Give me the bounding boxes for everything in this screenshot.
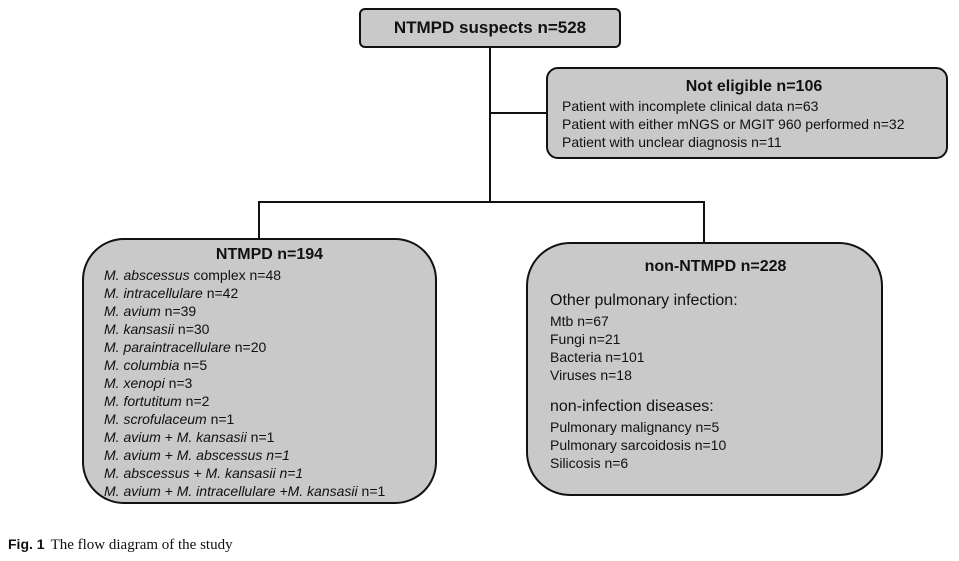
connector-split bbox=[258, 201, 705, 203]
non-ntmpd-title: non-NTMPD n=228 bbox=[644, 258, 787, 275]
ntmpd-item: M. xenopi n=3 bbox=[104, 374, 435, 392]
species-count: n=3 bbox=[164, 375, 193, 391]
connector-trunk bbox=[489, 48, 491, 202]
ntmpd-item: M. avium + M. intracellulare +M. kansasi… bbox=[104, 482, 435, 500]
ntmpd-item: M. avium + M. abscessus n=1 bbox=[104, 446, 435, 464]
noninfection-item: Silicosis n=6 bbox=[550, 455, 629, 471]
ntmpd-item: M. abscessus complex n=48 bbox=[104, 266, 435, 284]
species-name: M. columbia bbox=[104, 357, 180, 373]
species-count: n=1 bbox=[206, 411, 235, 427]
not-eligible-box: Not eligible n=106 Patient with incomple… bbox=[546, 67, 948, 159]
ntmpd-box: NTMPD n=194 M. abscessus complex n=48 M.… bbox=[82, 238, 437, 504]
noninfection-item: Pulmonary malignancy n=5 bbox=[550, 419, 720, 435]
species-name: M. avium bbox=[104, 303, 161, 319]
species-name: M. fortutitum bbox=[104, 393, 182, 409]
species-count: n=42 bbox=[202, 285, 239, 301]
species-count: n=1 bbox=[357, 483, 386, 499]
suspects-box: NTMPD suspects n=528 bbox=[359, 8, 621, 48]
species-count: n=2 bbox=[181, 393, 210, 409]
species-name: M. avium + M. abscessus bbox=[104, 447, 263, 463]
ntmpd-item: M. paraintracellulare n=20 bbox=[104, 338, 435, 356]
species-count: complex n=48 bbox=[189, 267, 282, 283]
species-name: M. abscessus + M. kansasii bbox=[104, 465, 276, 481]
species-name: M. paraintracellulare bbox=[104, 339, 231, 355]
connector-to-not-eligible bbox=[489, 112, 547, 114]
species-count: n=30 bbox=[174, 321, 210, 337]
ntmpd-item: M. fortutitum n=2 bbox=[104, 392, 435, 410]
not-eligible-title: Not eligible n=106 bbox=[685, 78, 823, 95]
non-ntmpd-box: non-NTMPD n=228 Other pulmonary infectio… bbox=[526, 242, 883, 496]
connector-to-ntmpd bbox=[258, 201, 260, 239]
species-name: M. intracellulare bbox=[104, 285, 203, 301]
species-name: M. avium + M. intracellulare +M. kansasi… bbox=[104, 483, 358, 499]
ntmpd-item: M. columbia n=5 bbox=[104, 356, 435, 374]
not-eligible-item: Patient with incomplete clinical data n=… bbox=[562, 98, 819, 114]
infection-item: Mtb n=67 bbox=[550, 313, 609, 329]
species-name: M. xenopi bbox=[104, 375, 165, 391]
ntmpd-item: M. scrofulaceum n=1 bbox=[104, 410, 435, 428]
ntmpd-item: M. avium + M. kansasii n=1 bbox=[104, 428, 435, 446]
infection-heading: Other pulmonary infection: bbox=[550, 292, 738, 309]
noninfection-item: Pulmonary sarcoidosis n=10 bbox=[550, 437, 727, 453]
not-eligible-item: Patient with either mNGS or MGIT 960 per… bbox=[562, 116, 905, 132]
figure-caption: Fig. 1 The flow diagram of the study bbox=[8, 536, 233, 554]
ntmpd-item: M. intracellulare n=42 bbox=[104, 284, 435, 302]
species-count: n=1 bbox=[246, 429, 275, 445]
ntmpd-item: M. avium n=39 bbox=[104, 302, 435, 320]
connector-to-non-ntmpd bbox=[703, 201, 705, 243]
suspects-title: NTMPD suspects n=528 bbox=[393, 18, 587, 37]
species-name: M. abscessus bbox=[104, 267, 190, 283]
ntmpd-item: M. kansasii n=30 bbox=[104, 320, 435, 338]
species-name: M. kansasii bbox=[104, 321, 175, 337]
not-eligible-item: Patient with unclear diagnosis n=11 bbox=[562, 134, 782, 150]
species-count: n=20 bbox=[230, 339, 267, 355]
species-name: M. scrofulaceum bbox=[104, 411, 207, 427]
figure-caption-text: The flow diagram of the study bbox=[50, 537, 233, 553]
figure-label: Fig. 1 bbox=[8, 536, 45, 552]
species-name: M. avium + M. kansasii bbox=[104, 429, 247, 445]
species-count: n=1 bbox=[275, 465, 304, 481]
species-count: n=39 bbox=[160, 303, 197, 319]
infection-item: Bacteria n=101 bbox=[550, 349, 645, 365]
species-count: n=5 bbox=[179, 357, 208, 373]
noninfection-heading: non-infection diseases: bbox=[550, 398, 714, 415]
infection-item: Fungi n=21 bbox=[550, 331, 621, 347]
ntmpd-item: M. abscessus + M. kansasii n=1 bbox=[104, 464, 435, 482]
species-count: n=1 bbox=[262, 447, 290, 463]
ntmpd-title: NTMPD n=194 bbox=[215, 246, 324, 263]
infection-item: Viruses n=18 bbox=[550, 367, 632, 383]
